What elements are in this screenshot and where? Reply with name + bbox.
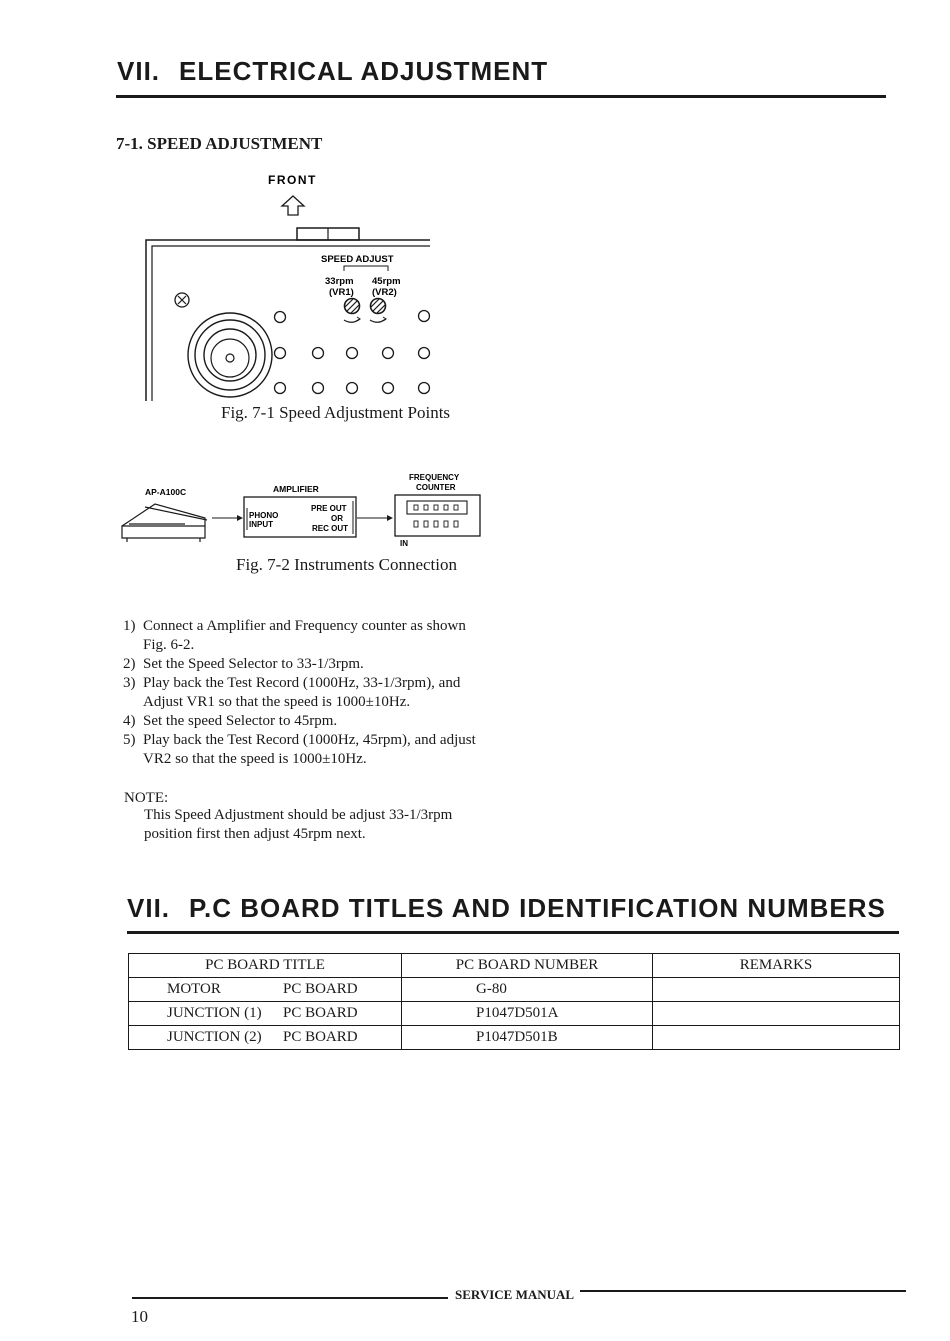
in-label: IN xyxy=(400,539,408,548)
vr2-label: (VR2) xyxy=(372,287,397,298)
amplifier-box xyxy=(243,496,357,538)
turntable-icon xyxy=(121,503,208,542)
subsection-title: 7-1. SPEED ADJUSTMENT xyxy=(116,134,323,153)
section-rule xyxy=(116,95,886,98)
section-heading: VII. P.C BOARD TITLES AND IDENTIFICATION … xyxy=(127,893,886,924)
vr1-potentiometer xyxy=(343,297,361,323)
table-header-row: PC BOARD TITLE PC BOARD NUMBER REMARKS xyxy=(128,953,900,978)
board-remarks xyxy=(652,1025,900,1050)
board-name: JUNCTION (1) xyxy=(167,1005,262,1021)
speed-adjustment-diagram: FRONT SPEED ADJUST 33rpm 45rpm (VR1) (VR… xyxy=(145,173,431,401)
note-text: This Speed Adjustment should be adjust 3… xyxy=(144,807,453,842)
footer-rule-left xyxy=(132,1297,448,1299)
section-title: ELECTRICAL ADJUSTMENT xyxy=(179,56,549,86)
rec-out-label: REC OUT xyxy=(312,524,348,533)
footer-rule-right xyxy=(580,1290,906,1292)
frequency-counter-box xyxy=(394,494,481,537)
board-number: P1047D501A xyxy=(401,1001,653,1026)
instruments-connection-diagram: AP-A100C AMPLIFIER PHONO INPUT PRE OUT O… xyxy=(121,473,481,548)
section-rule xyxy=(127,931,899,934)
counter-label-2: COUNTER xyxy=(416,483,456,492)
note-label: NOTE: xyxy=(124,790,169,806)
board-number: G-80 xyxy=(401,977,653,1002)
or-label: OR xyxy=(331,514,343,523)
speed-adjust-label: SPEED ADJUST xyxy=(321,254,394,265)
fig1-caption: Fig. 7-1 Speed Adjustment Points xyxy=(221,403,451,422)
board-name: MOTOR xyxy=(167,981,221,997)
turntable-label: AP-A100C xyxy=(145,487,186,497)
vr2-potentiometer xyxy=(369,297,387,323)
step-item: 1)Connect a Amplifier and Frequency coun… xyxy=(123,618,466,653)
section-number: VII. xyxy=(117,56,161,86)
platter-icon xyxy=(187,312,273,398)
board-number: P1047D501B xyxy=(401,1025,653,1050)
front-arrow-icon xyxy=(280,195,306,216)
column-header: PC BOARD TITLE xyxy=(128,953,402,978)
board-remarks xyxy=(652,977,900,1002)
rpm45-label: 45rpm xyxy=(372,276,401,287)
column-header: REMARKS xyxy=(652,953,900,978)
table-row: MOTOR PC BOARD G-80 xyxy=(128,977,900,1002)
board-remarks xyxy=(652,1001,900,1026)
cabinet-outline xyxy=(145,239,430,401)
board-type: PC BOARD xyxy=(283,1005,358,1021)
section-number: VII. xyxy=(127,893,171,923)
component-holes xyxy=(273,309,431,395)
board-name: JUNCTION (2) xyxy=(167,1029,262,1045)
footer-label: SERVICE MANUAL xyxy=(455,1287,575,1302)
table-row: JUNCTION (1) PC BOARD P1047D501A xyxy=(128,1001,900,1026)
board-type: PC BOARD xyxy=(283,1029,358,1045)
board-type: PC BOARD xyxy=(283,981,358,997)
front-label: FRONT xyxy=(268,173,317,187)
table-row: JUNCTION (2) PC BOARD P1047D501B xyxy=(128,1025,900,1050)
pre-out-label: PRE OUT xyxy=(311,504,347,513)
counter-digits xyxy=(413,504,459,528)
step-item: 5)Play back the Test Record (1000Hz, 45r… xyxy=(123,732,476,767)
rpm33-label: 33rpm xyxy=(325,276,354,287)
section-title: P.C BOARD TITLES AND IDENTIFICATION NUMB… xyxy=(189,893,886,923)
step-item: 3)Play back the Test Record (1000Hz, 33-… xyxy=(123,675,461,710)
section-heading: VII. ELECTRICAL ADJUSTMENT xyxy=(117,56,548,87)
step-item: 2)Set the Speed Selector to 33-1/3rpm. xyxy=(123,656,364,672)
pc-board-table: PC BOARD TITLE PC BOARD NUMBER REMARKS M… xyxy=(128,953,900,1050)
counter-display xyxy=(406,500,468,515)
column-header: PC BOARD NUMBER xyxy=(401,953,653,978)
amplifier-label: AMPLIFIER xyxy=(273,484,319,494)
phono-input-label-2: INPUT xyxy=(249,520,273,529)
counter-label-1: FREQUENCY xyxy=(409,473,460,482)
screw-icon xyxy=(174,292,190,308)
phono-input-label-1: PHONO xyxy=(249,511,278,520)
page-number: 10 xyxy=(131,1307,148,1326)
fig2-caption: Fig. 7-2 Instruments Connection xyxy=(236,555,457,574)
vr1-label: (VR1) xyxy=(329,287,354,298)
procedure-steps: 1)Connect a Amplifier and Frequency coun… xyxy=(123,617,493,769)
step-item: 4)Set the speed Selector to 45rpm. xyxy=(123,713,338,729)
